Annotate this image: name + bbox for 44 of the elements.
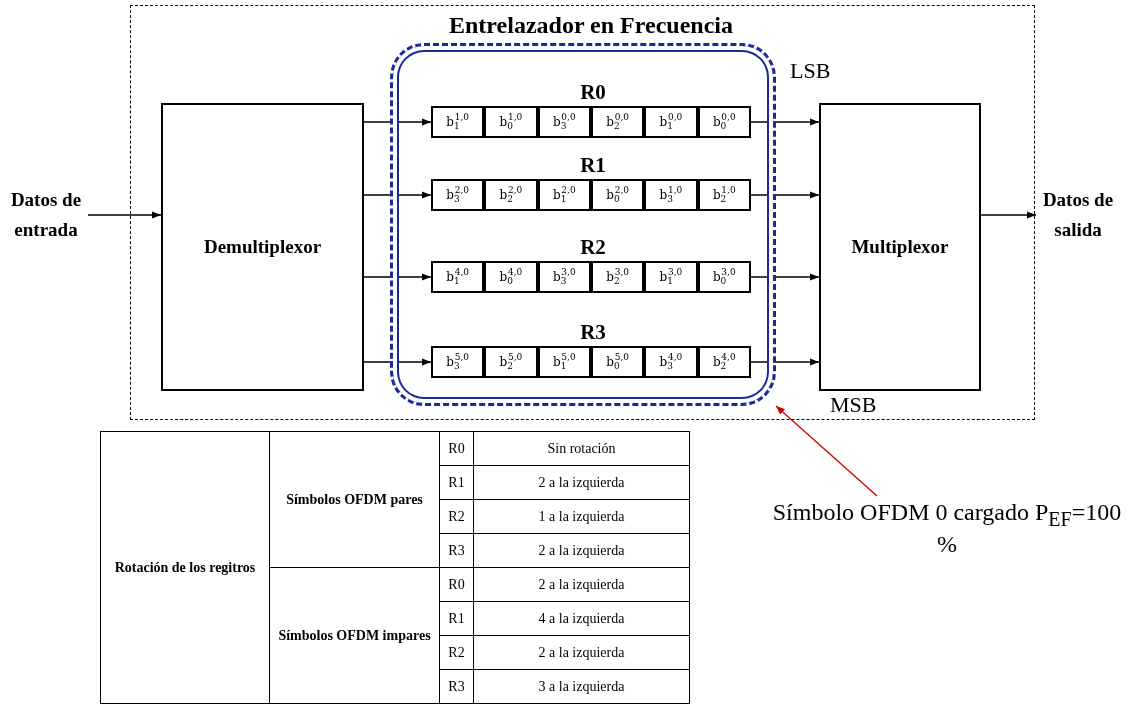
table-text: 2 a la izquierda bbox=[538, 542, 625, 558]
table-text: 4 a la izquierda bbox=[538, 610, 625, 626]
table-text: R2 bbox=[448, 508, 465, 524]
arrow bbox=[750, 191, 820, 199]
dashed-region bbox=[390, 43, 776, 406]
table-text: Rotación de los regitros bbox=[114, 559, 256, 575]
table-text: R3 bbox=[448, 678, 465, 694]
demultiplexor-box: Demultiplexor bbox=[161, 103, 364, 391]
table-text: Símbolos OFDM pares bbox=[286, 491, 423, 507]
table-text: R2 bbox=[448, 644, 465, 660]
table-text: R0 bbox=[448, 576, 465, 592]
bit-order-label: LSB bbox=[790, 58, 831, 84]
table-text: R3 bbox=[448, 542, 465, 558]
table-text: 1 a la izquierda bbox=[538, 508, 625, 524]
bit-order-label: MSB bbox=[830, 392, 877, 418]
interleaver-frame bbox=[130, 5, 1035, 420]
arrow bbox=[750, 273, 820, 281]
arrow bbox=[750, 118, 820, 126]
register-label: R3 bbox=[579, 320, 607, 345]
arrow bbox=[750, 358, 820, 366]
output-text: Datos de salida bbox=[1036, 185, 1120, 245]
table-text: 2 a la izquierda bbox=[538, 644, 625, 660]
table-text: 2 a la izquierda bbox=[538, 474, 625, 490]
table-text: 2 a la izquierda bbox=[538, 576, 625, 592]
register-label: R1 bbox=[579, 153, 607, 178]
register-label: R0 bbox=[579, 80, 607, 105]
table-text: Sin rotación bbox=[547, 440, 616, 456]
table-text: R0 bbox=[448, 440, 465, 456]
arrow bbox=[363, 358, 432, 366]
table-text: 3 a la izquierda bbox=[538, 678, 625, 694]
arrow bbox=[980, 211, 1037, 219]
register-label: R2 bbox=[579, 235, 607, 260]
arrow bbox=[775, 405, 878, 497]
multiplexor-box: Multiplexor bbox=[819, 103, 981, 391]
arrow bbox=[87, 211, 162, 219]
input-text: Datos de entrada bbox=[4, 185, 88, 245]
arrow bbox=[363, 273, 432, 281]
frame-title: Entrelazador en Frecuencia bbox=[448, 12, 734, 39]
table-text: R1 bbox=[448, 610, 465, 626]
arrow bbox=[363, 118, 432, 126]
callout-text: Símbolo OFDM 0 cargado P$_{EF}$=100 % bbox=[770, 496, 1124, 560]
table-text: R1 bbox=[448, 474, 465, 490]
arrow bbox=[363, 191, 432, 199]
table-text: Símbolos OFDM impares bbox=[278, 627, 431, 643]
